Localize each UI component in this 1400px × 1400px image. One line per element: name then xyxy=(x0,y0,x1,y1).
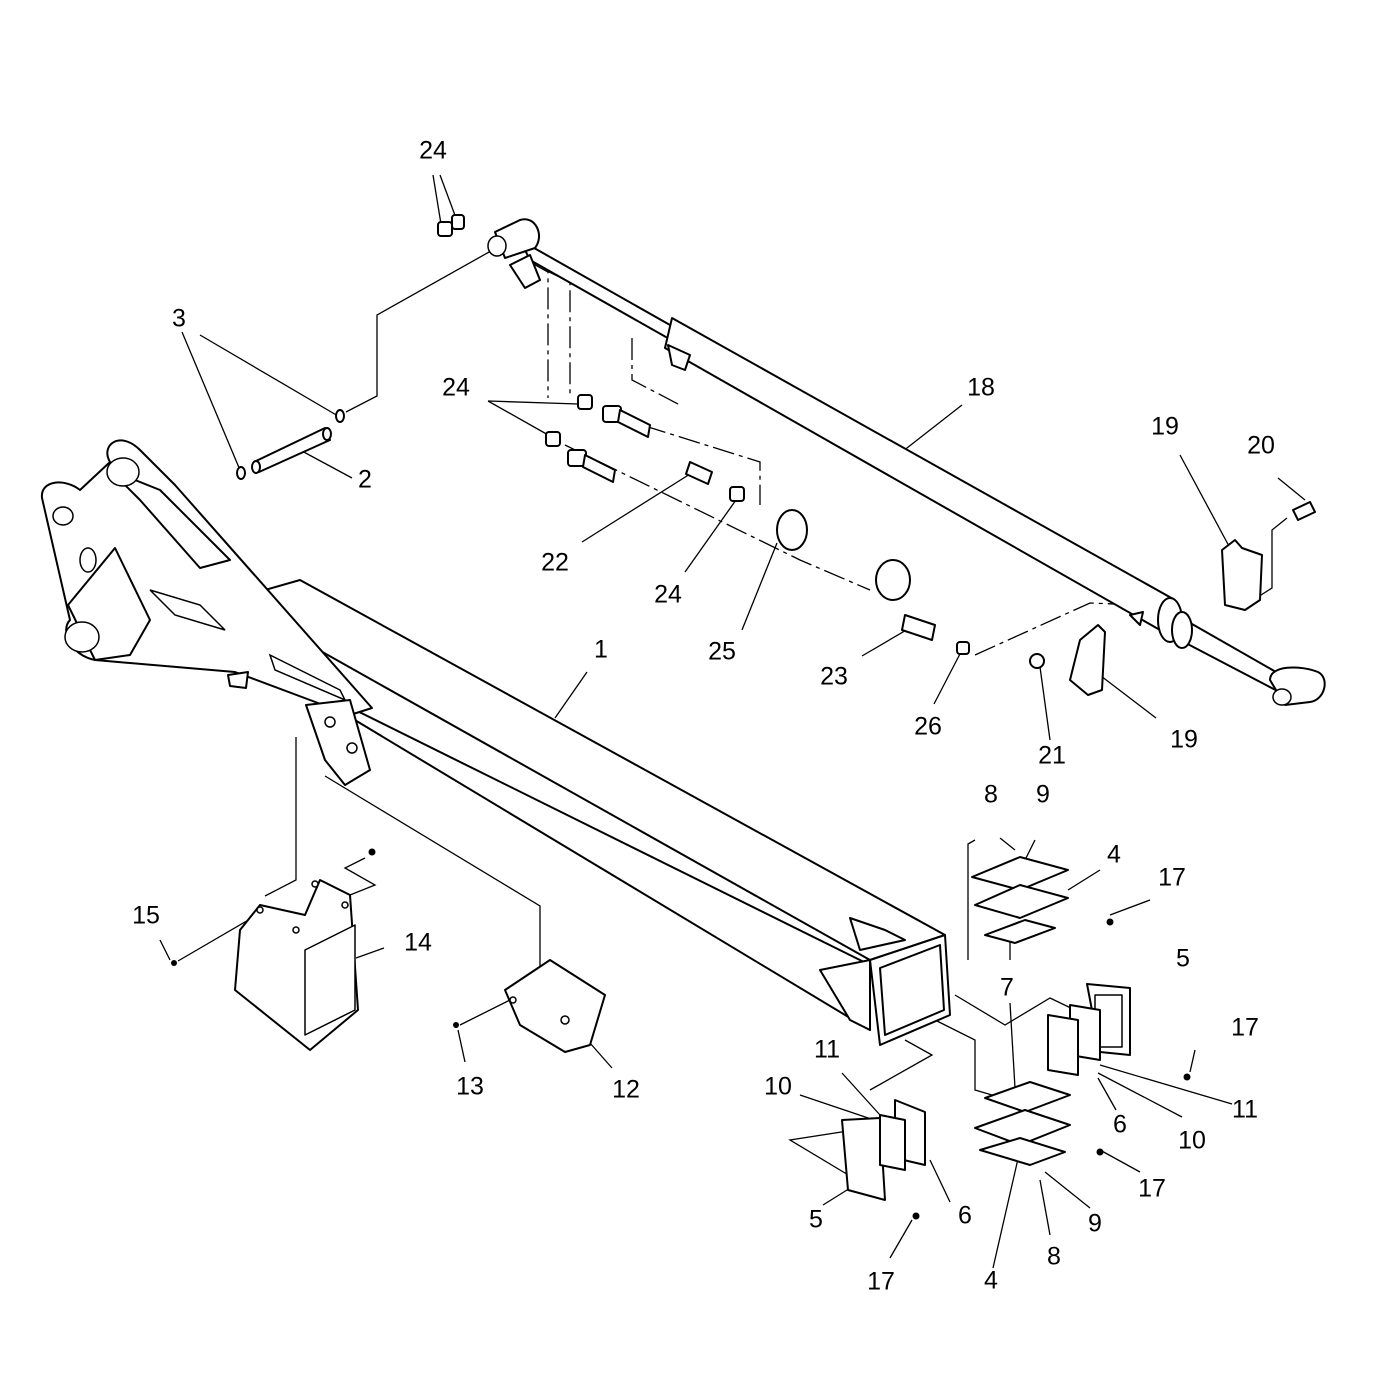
upper-wear-pad-group xyxy=(971,856,1114,944)
callout-14: 14 xyxy=(404,929,432,957)
callout-17-lower-right: 17 xyxy=(1138,1175,1166,1203)
callout-26: 26 xyxy=(914,713,942,741)
ring-icon xyxy=(335,409,345,423)
callout-21: 21 xyxy=(1038,742,1066,770)
right-wear-pad-group xyxy=(1047,983,1191,1081)
callout-3: 3 xyxy=(172,305,186,333)
callout-19-upper: 19 xyxy=(1151,413,1179,441)
o-rings xyxy=(776,509,911,601)
callout-12: 12 xyxy=(612,1076,640,1104)
hose-routing-lines xyxy=(529,261,1141,656)
callout-9-upper: 9 xyxy=(1036,781,1050,809)
callout-labels: 24 3 24 18 19 20 2 22 24 25 1 23 26 21 1… xyxy=(132,137,1275,1296)
callout-9-lower: 9 xyxy=(1088,1210,1102,1238)
callout-20: 20 xyxy=(1247,432,1275,460)
callout-23: 23 xyxy=(820,663,848,691)
callout-24-low: 24 xyxy=(654,581,682,609)
pin-assembly xyxy=(236,409,345,480)
callout-18: 18 xyxy=(967,374,995,402)
callout-4-upper: 4 xyxy=(1107,841,1121,869)
ring-icon xyxy=(236,466,246,480)
callout-5-right: 5 xyxy=(1176,945,1190,973)
guard-bracket xyxy=(171,848,376,1051)
callout-7: 7 xyxy=(1000,974,1014,1002)
callout-24-mid: 24 xyxy=(442,374,470,402)
callout-25: 25 xyxy=(708,638,736,666)
lower-wear-pad-group xyxy=(974,1081,1104,1166)
callout-4-lower: 4 xyxy=(984,1267,998,1295)
callout-11-right: 11 xyxy=(1232,1096,1258,1124)
callout-2: 2 xyxy=(358,466,372,494)
callout-13: 13 xyxy=(456,1073,484,1101)
callout-5-left: 5 xyxy=(809,1206,823,1234)
callout-10-right: 10 xyxy=(1178,1127,1206,1155)
left-wear-pad-group xyxy=(841,1099,926,1220)
callout-17-upper: 17 xyxy=(1158,864,1186,892)
clamp-halves xyxy=(1069,501,1316,696)
callout-24-top: 24 xyxy=(419,137,447,165)
callout-1: 1 xyxy=(594,636,608,664)
hydraulic-cylinder xyxy=(487,218,1326,706)
callout-11-left: 11 xyxy=(814,1036,840,1064)
callout-10-left: 10 xyxy=(764,1073,792,1101)
callout-8-lower: 8 xyxy=(1047,1243,1061,1271)
callout-22: 22 xyxy=(541,549,569,577)
callout-6-right: 6 xyxy=(1113,1111,1127,1139)
hydraulic-fittings xyxy=(437,214,1045,669)
small-bracket xyxy=(453,959,606,1053)
boom-arm xyxy=(40,439,951,1046)
callout-15: 15 xyxy=(132,902,160,930)
callout-17-left: 17 xyxy=(867,1268,895,1296)
callout-8-upper: 8 xyxy=(984,781,998,809)
callout-6-left: 6 xyxy=(958,1202,972,1230)
callout-19-lower: 19 xyxy=(1170,726,1198,754)
callout-17-right: 17 xyxy=(1231,1014,1259,1042)
